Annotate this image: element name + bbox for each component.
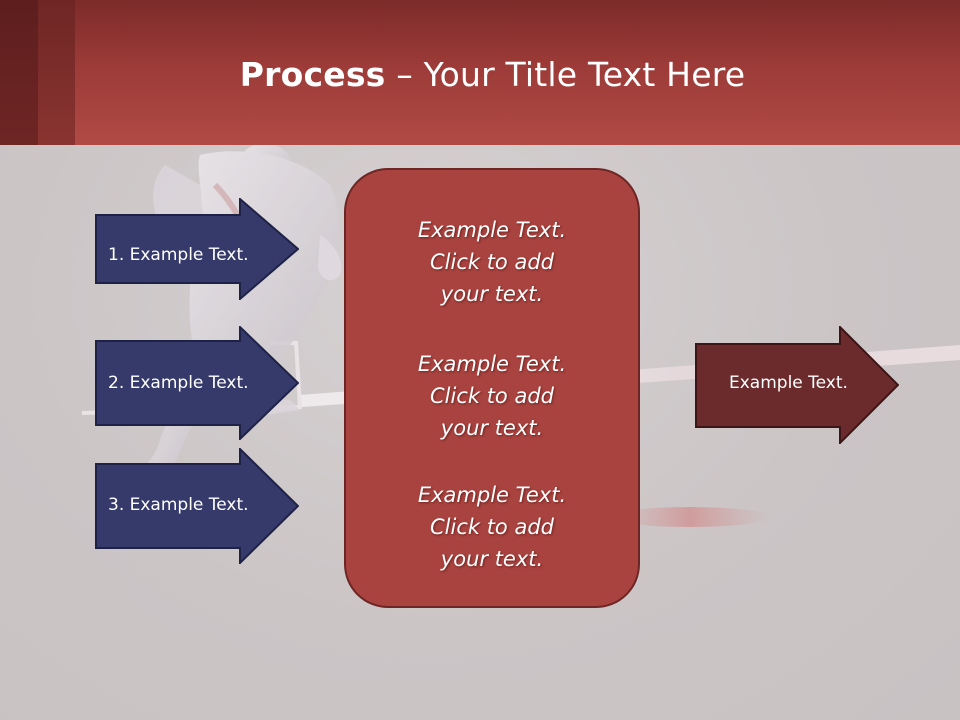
slide-title[interactable]: Process – Your Title Text Here <box>75 50 910 100</box>
step-label: 3. Example Text. <box>108 495 249 515</box>
center-line: Click to add <box>429 515 554 539</box>
step-arrow-1[interactable]: 1. Example Text. <box>95 198 299 300</box>
arrow-right-shape <box>95 198 299 300</box>
center-line: your text. <box>440 416 544 440</box>
center-line: your text. <box>440 282 544 306</box>
center-paragraph: Example Text. Click to add your text. <box>346 479 638 575</box>
step-arrow-3[interactable]: 3. Example Text. <box>95 448 299 564</box>
arrow-right-shape <box>95 448 299 564</box>
arrow-right-shape <box>95 326 299 440</box>
center-line: Click to add <box>429 250 554 274</box>
center-line: your text. <box>440 547 544 571</box>
arrow-right-shape <box>695 326 899 444</box>
step-label: 2. Example Text. <box>108 373 249 393</box>
center-paragraph: Example Text. Click to add your text. <box>346 348 638 444</box>
center-paragraph: Example Text. Click to add your text. <box>346 214 638 310</box>
step-arrow-2[interactable]: 2. Example Text. <box>95 326 299 440</box>
slide-title-rest: – Your Title Text Here <box>385 55 746 94</box>
center-line: Example Text. <box>417 352 567 376</box>
center-text-box[interactable]: Example Text. Click to add your text. Ex… <box>344 168 640 608</box>
header-stripe <box>0 0 38 145</box>
output-arrow[interactable]: Example Text. <box>695 326 899 444</box>
title-bar: Process – Your Title Text Here <box>0 0 960 145</box>
center-line: Example Text. <box>417 483 567 507</box>
output-label: Example Text. <box>729 373 848 393</box>
header-stripe <box>38 0 75 145</box>
step-label: 1. Example Text. <box>108 245 249 265</box>
center-line: Click to add <box>429 384 554 408</box>
slide-title-bold: Process <box>239 55 386 94</box>
center-line: Example Text. <box>417 218 567 242</box>
